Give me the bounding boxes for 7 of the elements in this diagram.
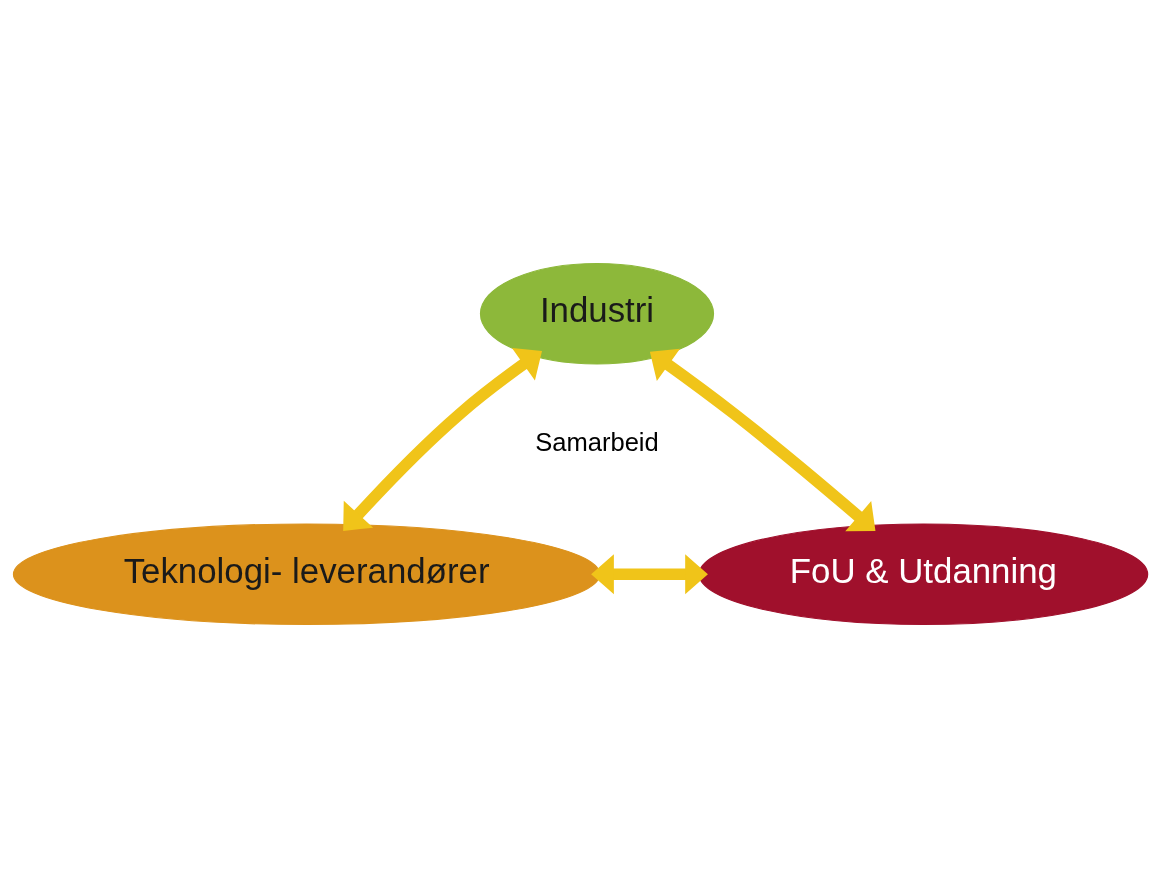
arrow bbox=[343, 347, 542, 531]
label: Samarbeid bbox=[535, 427, 659, 455]
node-ellipse: FoU & Utdanning bbox=[698, 522, 1149, 625]
arrow bbox=[649, 348, 876, 531]
node-ellipse: Industri bbox=[479, 262, 715, 365]
arrow bbox=[591, 553, 708, 594]
node-ellipse: Teknologi- leverandører bbox=[12, 522, 601, 625]
